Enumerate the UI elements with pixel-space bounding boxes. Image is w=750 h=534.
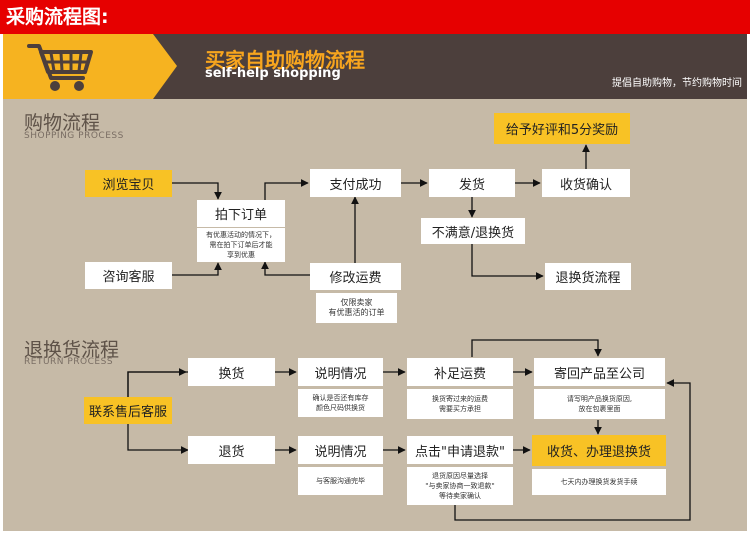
note-apply-refund: 退货原因尽量选择 "与卖家协商一致退款" 等待卖家确认 <box>407 467 513 505</box>
shopping-section-subtitle: SHOPPING PROCESS <box>24 131 124 141</box>
node-pay: 支付成功 <box>310 169 401 197</box>
banner-subtitle: self-help shopping <box>205 66 341 81</box>
node-unsatisfied: 不满意/退换货 <box>421 218 525 244</box>
arrow-unsatisfied-to-returnflow <box>471 244 544 280</box>
note-explain-refund: 与客服沟通完毕 <box>298 467 383 495</box>
shopping-cart-icon <box>27 44 93 91</box>
arrow-order-to-pay <box>264 179 309 200</box>
note-supplement-fee: 换货寄过来的运费 需要买方承担 <box>407 389 513 419</box>
node-order: 拍下订单 <box>197 200 285 227</box>
arrow-modify-to-order <box>261 261 310 276</box>
return-section-subtitle: RETURN PROCESS <box>24 357 114 367</box>
node-explain-refund: 说明情况 <box>298 436 383 464</box>
arrow-top-to-sendback <box>471 339 602 357</box>
node-modify-fee: 修改运费 <box>310 263 401 290</box>
node-exchange: 换货 <box>188 358 275 386</box>
note-confirm-exchange: 七天内办理换货发货手续 <box>532 469 666 495</box>
banner-slogan: 提倡自助购物，节约购物时间 <box>612 78 742 89</box>
node-apply-refund[interactable]: 点击"申请退款" <box>407 436 513 464</box>
node-confirm-exchange: 收货、办理退换货 <box>532 435 666 466</box>
return-section-title: 退换货流程 <box>24 339 120 361</box>
arrow-browse-to-order <box>172 182 222 200</box>
shopping-section-title: 购物流程 <box>24 112 101 134</box>
node-contact-service: 联系售后客服 <box>84 397 172 424</box>
node-browse: 浏览宝贝 <box>85 170 172 197</box>
page-title: 采购流程图: <box>0 0 750 34</box>
arrow-consult-to-order <box>172 262 222 276</box>
note-order: 有优惠活动的情况下， 需在拍下订单后才能 享到优惠 <box>197 228 285 262</box>
node-send-back: 寄回产品至公司 <box>534 358 665 386</box>
node-receive: 收货确认 <box>542 169 630 197</box>
node-consult: 咨询客服 <box>85 262 172 289</box>
node-return-flow: 退换货流程 <box>545 263 631 290</box>
note-send-back: 请写明产品换货原因, 放在包裹里面 <box>534 389 665 419</box>
node-refund: 退货 <box>188 436 275 464</box>
note-modify-fee: 仅限卖家 有优惠活的订单 <box>316 293 397 323</box>
banner-title: 买家自助购物流程 <box>205 48 365 72</box>
note-explain-exchange: 确认是否还有库存 颜色尺码供换货 <box>298 389 383 417</box>
banner-tab <box>3 34 177 99</box>
node-explain-exchange: 说明情况 <box>298 358 383 386</box>
node-ship: 发货 <box>429 169 515 197</box>
node-supplement-fee: 补足运费 <box>407 358 513 386</box>
node-review: 给予好评和5分奖励 <box>494 113 630 144</box>
